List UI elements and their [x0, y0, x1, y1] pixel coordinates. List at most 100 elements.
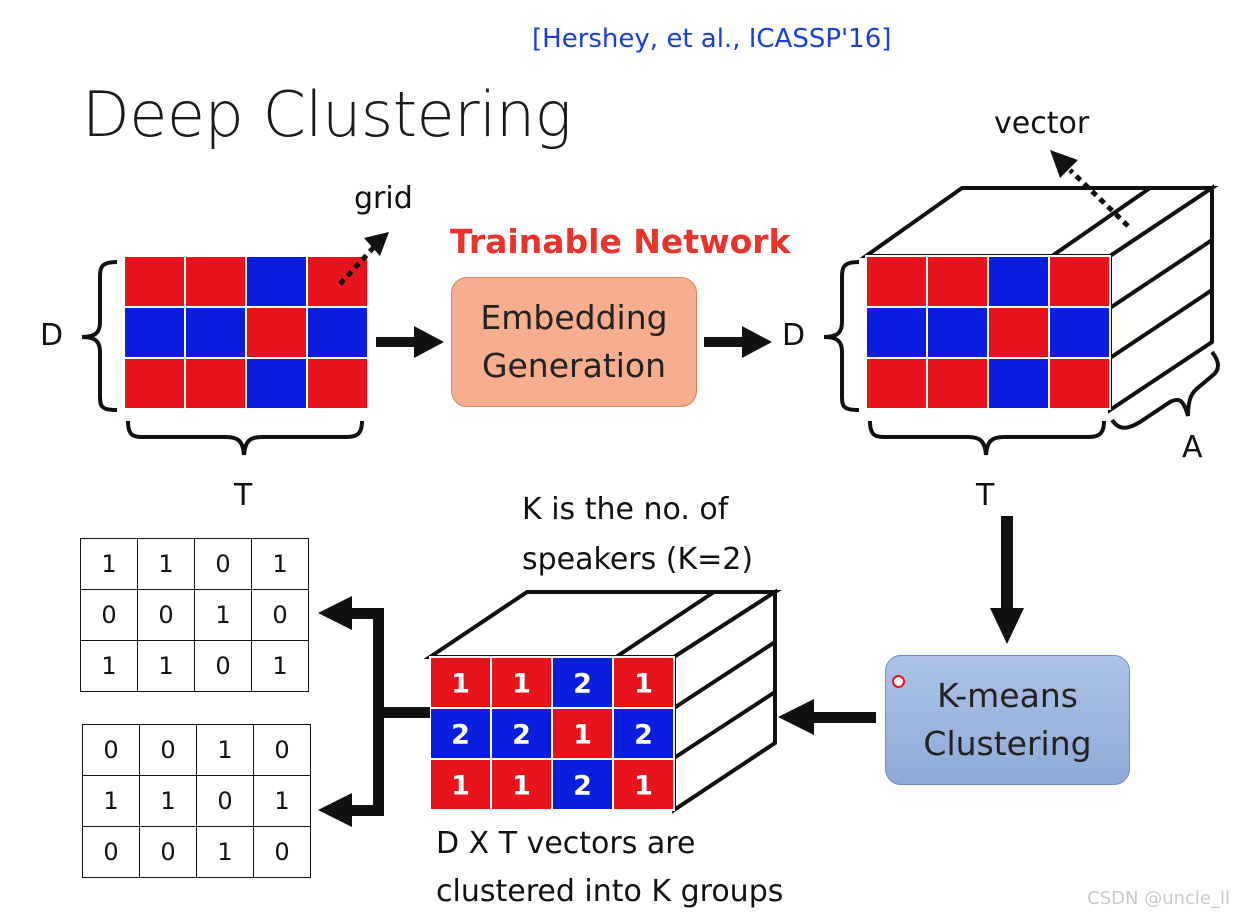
dxt-note-line1: D X T vectors are	[436, 826, 696, 861]
input-grid-cell	[245, 255, 308, 308]
d-brace-left	[81, 260, 118, 412]
input-grid-cell	[123, 255, 186, 308]
embedding-generation-box: Embedding Generation	[451, 277, 697, 407]
mask2-cell: 1	[196, 826, 254, 878]
vector-arrow-head	[1050, 150, 1078, 178]
cluster-grid-cell-label: 2	[573, 669, 592, 700]
arrow-split-to-masks	[318, 596, 430, 827]
k-note-line2: speakers (K=2)	[522, 542, 754, 577]
grid-dotted-arrow	[338, 245, 376, 286]
arrow-input-to-embedding	[376, 326, 444, 358]
cluster-grid-cell	[490, 758, 553, 811]
cluster-grid-cell-label: 1	[451, 771, 470, 802]
input-grid-cell	[123, 357, 186, 410]
embedding-grid-cell	[865, 306, 928, 359]
grid-arrow-head	[364, 232, 389, 256]
vector-label: vector	[994, 106, 1090, 141]
mask2-cell: 1	[253, 775, 311, 827]
input-grid-cell	[184, 357, 247, 410]
d-label-left: D	[40, 318, 64, 353]
mask1-cell: 0	[137, 589, 195, 641]
embedding-front-grid	[865, 255, 1111, 410]
cluster-grid-cell-label: 1	[512, 771, 531, 802]
kmeans-box-line1: K-means	[937, 676, 1078, 715]
grid-label: grid	[354, 181, 413, 216]
embedding-grid-cell	[1048, 306, 1111, 359]
embedding-tensor	[859, 184, 1219, 414]
mask1-cell: 0	[251, 589, 309, 641]
cluster-grid-cell-label: 1	[512, 669, 531, 700]
input-grid-cell	[306, 306, 369, 359]
arrow-kmeans-to-clusters	[778, 699, 876, 735]
input-grid-cell	[184, 306, 247, 359]
t-label-left: T	[234, 478, 253, 513]
mask1-cell: 1	[80, 640, 138, 692]
mask2-cell: 0	[253, 826, 311, 878]
mask1-cell: 1	[80, 538, 138, 590]
cluster-grid-cell-label: 2	[573, 771, 592, 802]
embedding-box-line1: Embedding	[480, 298, 668, 337]
mask1-cell: 0	[194, 538, 252, 590]
embedding-grid-cell	[926, 357, 989, 410]
embedding-box-line2: Generation	[481, 346, 667, 385]
embedding-grid-cell	[987, 306, 1050, 359]
mask2-cell: 1	[196, 724, 254, 776]
input-grid-cell	[245, 357, 308, 410]
embedding-grid-cell	[926, 255, 989, 308]
cluster-grid-cell	[551, 758, 614, 811]
arrow-embedding-to-output	[704, 326, 772, 358]
kmeans-box-line2: Clustering	[923, 724, 1092, 763]
trainable-network-label: Trainable Network	[450, 222, 791, 261]
cluster-grid-cell-label: 1	[634, 669, 653, 700]
embedding-grid-cell	[987, 357, 1050, 410]
k-note-line1: K is the no. of	[522, 492, 729, 527]
mask2-cell: 0	[139, 724, 197, 776]
t-brace-right	[868, 420, 1106, 456]
mask1-cell: 1	[194, 589, 252, 641]
embedding-grid-cell	[865, 357, 928, 410]
mask1-cell: 1	[137, 640, 195, 692]
mask2-cell: 1	[82, 775, 140, 827]
mask1-cell: 1	[251, 640, 309, 692]
input-grid-cell	[184, 255, 247, 308]
mask1-cell: 1	[137, 538, 195, 590]
mask2-cell: 0	[139, 826, 197, 878]
watermark: CSDN @uncle_ll	[1087, 888, 1230, 909]
mask2-cell: 0	[196, 775, 254, 827]
cluster-grid-cell	[612, 656, 675, 709]
mask2-cell: 0	[253, 724, 311, 776]
cluster-grid-cell	[612, 758, 675, 811]
arrow-to-kmeans	[990, 516, 1024, 644]
mask1-cell: 0	[194, 640, 252, 692]
t-brace-left	[126, 420, 364, 456]
t-label-right: T	[976, 478, 995, 513]
d-label-right: D	[782, 318, 806, 353]
input-spectrogram-grid	[123, 255, 369, 410]
kmeans-clustering-box: K-means Clustering	[885, 655, 1130, 785]
cluster-grid-cell-label: 2	[634, 720, 653, 751]
a-brace	[1110, 350, 1220, 430]
embedding-grid-cell	[987, 255, 1050, 308]
mask2-cell: 0	[82, 724, 140, 776]
input-grid-cell	[123, 306, 186, 359]
cluster-grid-cell-label: 1	[573, 720, 592, 751]
cluster-grid-cell-label: 2	[451, 720, 470, 751]
a-label: A	[1182, 430, 1203, 465]
vector-dotted-arrow	[1068, 168, 1130, 228]
pointer-dot-icon	[892, 675, 905, 688]
page-title: Deep Clustering	[82, 78, 572, 151]
embedding-grid-cell	[1048, 255, 1111, 308]
input-grid-cell	[306, 357, 369, 410]
cluster-grid-cell-label: 1	[451, 669, 470, 700]
cluster-grid-cell	[612, 707, 675, 760]
